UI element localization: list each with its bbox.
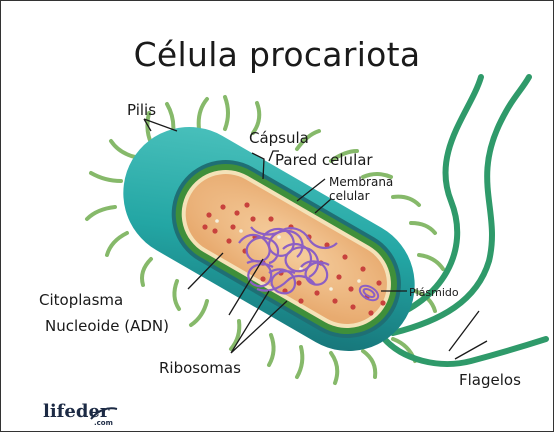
pilus xyxy=(269,335,274,365)
label-membrana-celular: celular xyxy=(329,189,370,203)
pilus xyxy=(107,233,127,255)
pilus xyxy=(363,351,375,377)
pilus xyxy=(331,353,337,383)
pilus xyxy=(297,347,302,377)
label-pared-celular: Pared celular xyxy=(275,151,373,169)
pilus xyxy=(419,255,443,269)
pilus xyxy=(225,97,228,129)
pilus xyxy=(199,99,207,129)
pilus xyxy=(191,301,207,325)
pilus xyxy=(231,321,239,349)
lifeder-logo-suffix: .com xyxy=(94,419,113,427)
pilus xyxy=(411,223,435,233)
label-capsula: Cápsula xyxy=(249,129,309,147)
pilus xyxy=(142,259,151,285)
label-citoplasma: Citoplasma xyxy=(39,291,123,309)
pilus xyxy=(174,281,179,309)
label-ribosomas: Ribosomas xyxy=(159,359,241,377)
label-pilis: Pilis xyxy=(127,101,156,119)
pilus xyxy=(87,207,115,219)
label-flagelos: Flagelos xyxy=(459,371,521,389)
label-plasmido: Plásmido xyxy=(409,286,459,299)
flagella-group xyxy=(381,77,546,364)
pilus xyxy=(393,197,419,205)
label-membrana: Membrana xyxy=(329,175,393,189)
pilus xyxy=(111,141,135,157)
label-nucleoide: Nucleoide (ADN) xyxy=(45,317,169,335)
pilus xyxy=(91,173,121,181)
